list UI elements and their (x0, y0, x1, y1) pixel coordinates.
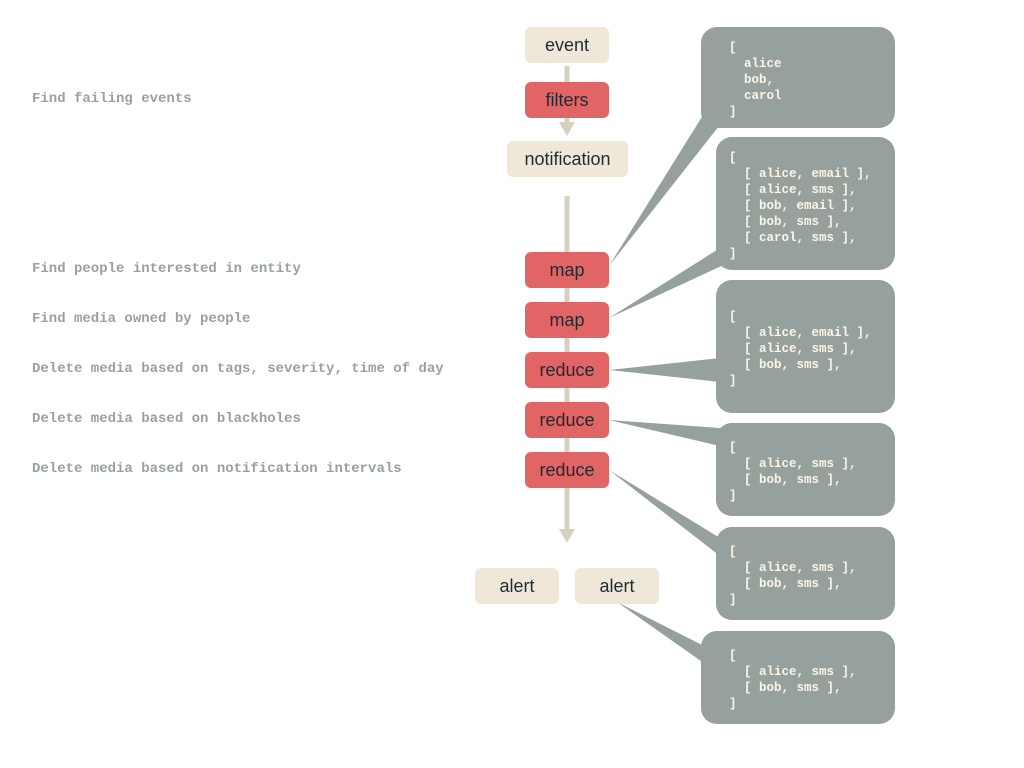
description-filters: Find failing events (32, 91, 192, 107)
callout-people-text: [ alice bob, carol ] (729, 41, 782, 119)
callout-reduce2-text: [ [ alice, sms ], [ bob, sms ], ] (729, 441, 857, 503)
description-reduce-tags: Delete media based on tags, severity, ti… (32, 361, 444, 377)
callout-tails (609, 112, 730, 666)
node-filters: filters (525, 82, 609, 118)
callout-reduce3-text: [ [ alice, sms ], [ bob, sms ], ] (729, 545, 857, 607)
description-map-people: Find people interested in entity (32, 261, 301, 277)
node-map-people: map (525, 252, 609, 288)
description-reduce-intervals: Delete media based on notification inter… (32, 461, 402, 477)
callout-tail-pairs (609, 248, 730, 318)
callout-tail-reduce1 (609, 358, 720, 382)
node-event: event (525, 27, 609, 63)
node-alert-2: alert (575, 568, 659, 604)
description-reduce-blackholes: Delete media based on blackholes (32, 411, 301, 427)
node-alert-1: alert (475, 568, 559, 604)
callout-reduce2: [ [ alice, sms ], [ bob, sms ], ] (716, 423, 895, 516)
callout-reduce3: [ [ alice, sms ], [ bob, sms ], ] (716, 527, 895, 620)
callout-people: [ alice bob, carol ] (701, 27, 895, 128)
flow-arrowhead-top (559, 122, 575, 136)
callout-tail-alert (617, 602, 708, 666)
callout-reduce1: [ [ alice, email ], [ alice, sms ], [ bo… (716, 280, 895, 413)
callout-tail-reduce2 (609, 420, 720, 446)
node-reduce-blackholes: reduce (525, 402, 609, 438)
callout-alert: [ [ alice, sms ], [ bob, sms ], ] (701, 631, 895, 724)
flow-arrowhead-main (559, 529, 575, 543)
callout-alert-text: [ [ alice, sms ], [ bob, sms ], ] (729, 649, 857, 711)
node-map-media: map (525, 302, 609, 338)
description-map-media: Find media owned by people (32, 311, 251, 327)
node-notification: notification (507, 141, 628, 177)
node-reduce-tags: reduce (525, 352, 609, 388)
callout-tail-people (609, 112, 730, 266)
callout-pairs-text: [ [ alice, email ], [ alice, sms ], [ bo… (729, 151, 872, 261)
node-reduce-intervals: reduce (525, 452, 609, 488)
callout-reduce1-text: [ [ alice, email ], [ alice, sms ], [ bo… (729, 310, 872, 388)
callout-tail-reduce3 (609, 470, 720, 556)
callout-pairs: [ [ alice, email ], [ alice, sms ], [ bo… (716, 137, 895, 270)
